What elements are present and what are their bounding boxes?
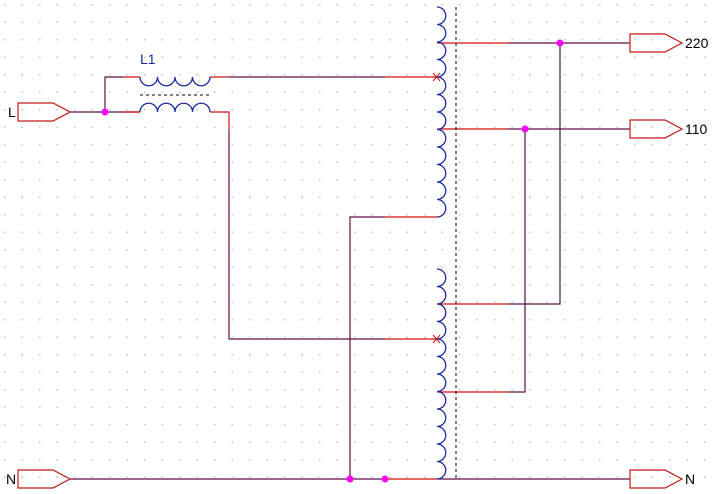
tap-marker-x-icon bbox=[432, 334, 441, 344]
port-l bbox=[17, 102, 72, 122]
port-label-n-in: N bbox=[6, 471, 17, 487]
inductor-l1-winding-top bbox=[139, 76, 211, 87]
wire-l1-bottom-to-coil bbox=[228, 130, 385, 340]
port-label-220: 220 bbox=[685, 35, 709, 51]
transformer-winding-upper bbox=[436, 6, 447, 218]
transformer-winding-lower bbox=[436, 268, 447, 480]
junction-dot bbox=[556, 39, 564, 47]
port-label-l: L bbox=[8, 104, 16, 120]
wire-l1-top-feed bbox=[104, 76, 123, 112]
wire-bottom-220 bbox=[508, 43, 561, 305]
junction-dot bbox=[521, 125, 529, 133]
pin-l1-bottom-out bbox=[210, 111, 230, 130]
junction-dot bbox=[346, 475, 354, 483]
wire-coil-top-end-to-n bbox=[349, 216, 385, 479]
port-label-110: 110 bbox=[685, 121, 708, 137]
junction-dot bbox=[101, 108, 109, 116]
port-n-in bbox=[17, 469, 72, 489]
tap-marker-x-icon bbox=[432, 72, 441, 82]
junction-dot bbox=[381, 475, 389, 483]
inductor-l1-winding-bottom bbox=[139, 102, 211, 113]
port-n-out bbox=[629, 469, 684, 489]
inductor-label-l1: L1 bbox=[140, 51, 156, 67]
port-220 bbox=[629, 33, 684, 53]
port-110 bbox=[629, 119, 684, 139]
wire-bottom-110 bbox=[508, 129, 526, 393]
port-label-n-out: N bbox=[685, 471, 696, 487]
